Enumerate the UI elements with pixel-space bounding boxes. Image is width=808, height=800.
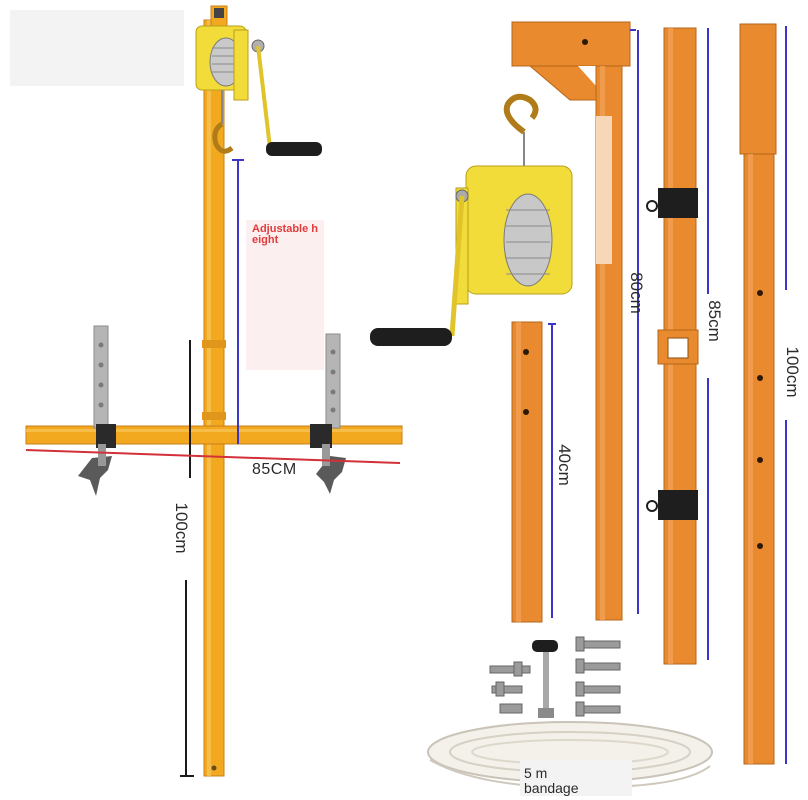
boom-frame-80 [511, 21, 639, 621]
width-label: 85CM [252, 461, 297, 478]
bandage-label: 5 m bandage [524, 765, 579, 796]
winch-loose [370, 93, 573, 346]
piece-40-label: 40cm [555, 444, 574, 486]
pole-100 [739, 23, 787, 765]
piece-40 [511, 321, 556, 623]
adjustable-height-box: Adjustable height [246, 220, 324, 370]
bandage-box: 5 m bandage [520, 760, 632, 796]
piece-85-label: 85cm [705, 300, 724, 342]
right-clamp [310, 333, 346, 494]
winch-top [195, 25, 322, 156]
assembled-crane [25, 5, 403, 777]
blank-panel [10, 10, 184, 86]
adjustable-height-label: Adjustable height [252, 223, 319, 246]
width-dimension-line [25, 449, 401, 464]
hardware-bolts [489, 636, 621, 718]
base-bar [25, 425, 403, 445]
piece-100-label: 100cm [783, 346, 802, 398]
piece-80-label: 80cm [627, 272, 646, 314]
pole-height-label: 100cm [172, 502, 191, 554]
left-clamp [78, 325, 116, 496]
pole-85 [646, 27, 709, 665]
